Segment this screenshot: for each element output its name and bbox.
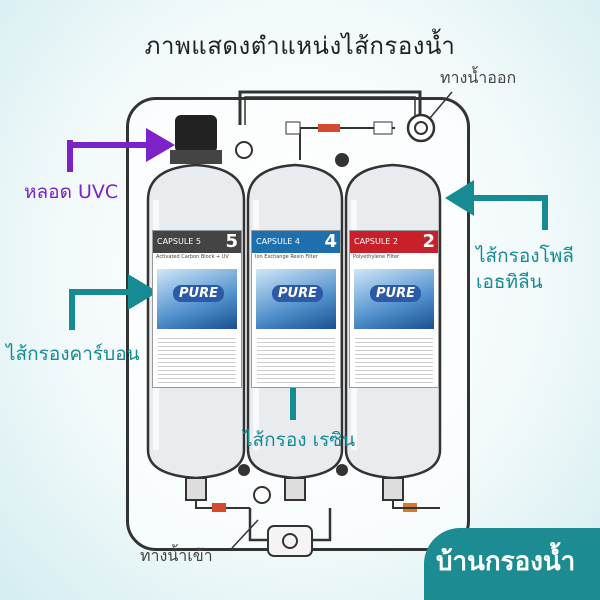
- page-title: ภาพแสดงตำแหน่งไส้กรองน้ำ: [144, 32, 456, 60]
- poly-arrowhead: [445, 180, 474, 216]
- capsule-4-subtitle: Ion Exchange Resin Filter: [255, 254, 318, 260]
- capsule-2-warning-text: [355, 335, 433, 383]
- uvc-lamp-cap: [175, 115, 217, 153]
- capsule-2-name: CAPSULE 2: [354, 237, 398, 246]
- capsule-5-subtitle: Activated Carbon Block + UV: [156, 254, 229, 260]
- uvc-arrow: [67, 140, 150, 172]
- uvc-label: หลอด UVC: [24, 181, 119, 203]
- capsule-5-label: CAPSULE 5 5 Activated Carbon Block + UV …: [152, 230, 242, 388]
- poly-label-line2: เอธทิลีน: [476, 271, 543, 293]
- capsule-2-bar: CAPSULE 2 2: [350, 231, 438, 253]
- uvc-arrowhead: [146, 128, 175, 162]
- brand-logo-text: บ้านกรองน้ำ: [436, 547, 576, 577]
- capsule-2-brand: PURE: [370, 285, 421, 302]
- carbon-label: ไส้กรองคาร์บอน: [6, 343, 140, 365]
- capsule-4-brand: PURE: [272, 285, 323, 302]
- capsule-2-label: CAPSULE 2 2 Polyethylene Filter PURE: [349, 230, 439, 388]
- carbon-arrow: [69, 289, 132, 330]
- capsule-5-warning-text: [158, 335, 236, 383]
- capsule-5-number: 5: [225, 231, 238, 252]
- capsule-4-warning-text: [257, 335, 335, 383]
- outlet-fitting: [406, 113, 436, 143]
- carbon-arrowhead: [128, 274, 158, 310]
- capsule-5-bar: CAPSULE 5 5: [153, 231, 241, 253]
- capsule-2-subtitle: Polyethylene Filter: [353, 254, 400, 260]
- poly-arrow: [470, 195, 548, 230]
- capsule-4-number: 4: [324, 231, 337, 252]
- outlet-label: ทางน้ำออก: [440, 68, 517, 87]
- inlet-valve: [267, 525, 313, 557]
- resin-label: ไส้กรอง เรซิน: [243, 429, 356, 451]
- capsule-5-name: CAPSULE 5: [157, 237, 201, 246]
- outlet-pipe: [238, 90, 422, 125]
- inlet-label: ทางน้ำเข้า: [140, 546, 213, 565]
- capsule-2-number: 2: [422, 231, 435, 252]
- poly-label-line1: ไส้กรองโพลี: [476, 245, 574, 267]
- capsule-4-label: CAPSULE 4 4 Ion Exchange Resin Filter PU…: [251, 230, 341, 388]
- inlet-pipe: [248, 508, 275, 542]
- capsule-4-name: CAPSULE 4: [256, 237, 300, 246]
- top-connector: [318, 124, 340, 132]
- capsule-4-bar: CAPSULE 4 4: [252, 231, 340, 253]
- capsule-5-brand: PURE: [173, 285, 224, 302]
- brand-logo: บ้านกรองน้ำ: [424, 528, 600, 600]
